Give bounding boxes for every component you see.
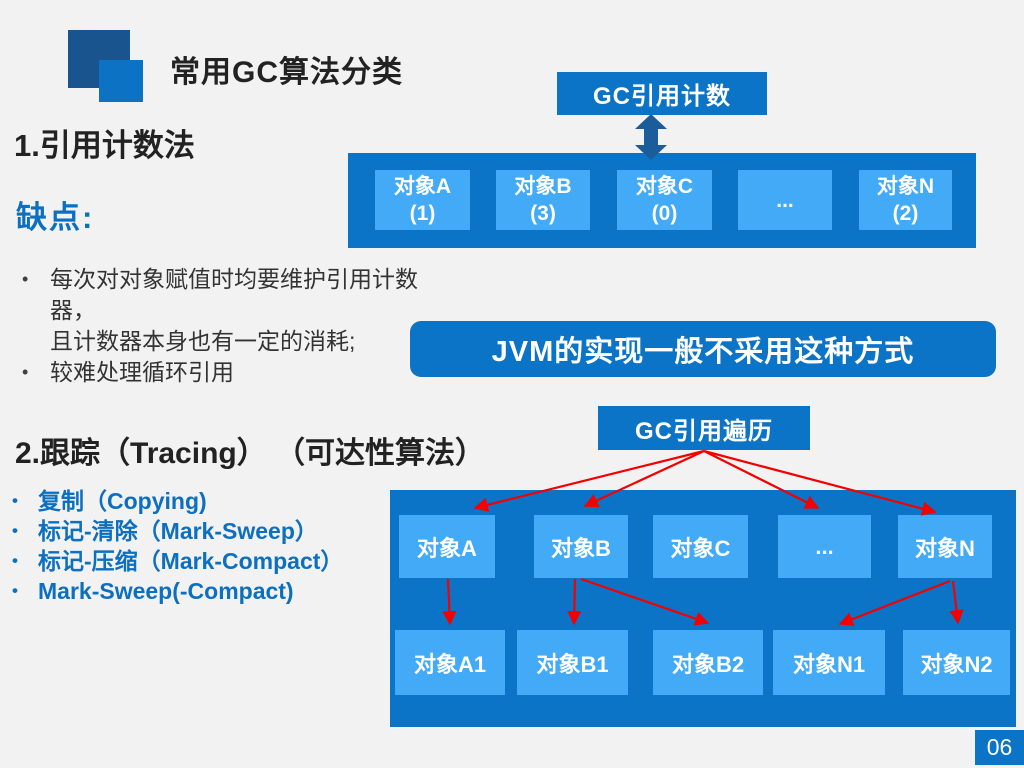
bullet-icon: • (22, 269, 29, 289)
object-box: 对象B1 (517, 630, 628, 695)
object-box: ... (738, 170, 832, 230)
bullet-icon: • (12, 581, 18, 600)
object-box: 对象A (1) (375, 170, 470, 230)
drawback-text: 且计数器本身也有一定的消耗; (50, 328, 356, 354)
method-label: 标记-清除（Mark-Sweep） (38, 518, 318, 544)
heap-container-1: 对象A (1) 对象B (3) 对象C (0)... 对象N (2) (348, 153, 976, 248)
jvm-note-banner: JVM的实现一般不采用这种方式 (410, 321, 996, 377)
object-ref-count: (0) (651, 202, 678, 225)
bullet-icon: • (22, 362, 29, 382)
slide-title: 常用GC算法分类 (170, 56, 403, 89)
gc-ref-traverse-label: GC引用遍历 (598, 406, 810, 450)
tracing-methods-list: • 复制（Copying) • 标记-清除（Mark-Sweep） • 标记-压缩（Mar… (12, 486, 412, 606)
method-item: • Mark-Sweep(-Compact) (12, 576, 412, 606)
gc-ref-count-label: GC引用计数 (557, 72, 767, 115)
drawback-list: • 每次对对象赋值时均要维护引用计数器， 且计数器本身也有一定的消耗; • 较难处理循环… (22, 264, 442, 388)
object-name: 对象A (393, 175, 452, 198)
bullet-icon: • (12, 491, 18, 510)
bullet-icon: • (12, 551, 18, 570)
object-box: ... (778, 515, 871, 578)
page-number-badge: 06 (975, 730, 1024, 765)
object-box: 对象B (534, 515, 628, 578)
method-label: 标记-压缩（Mark-Compact） (38, 548, 344, 574)
object-ref-count: (2) (892, 202, 919, 225)
object-box: 对象B (3) (496, 170, 590, 230)
object-ref-count: (1) (409, 202, 436, 225)
drawback-item-line: • 每次对对象赋值时均要维护引用计数器， (22, 264, 442, 326)
bullet-icon: • (12, 521, 18, 540)
object-box: 对象A (399, 515, 495, 578)
object-ref-count: (3) (530, 202, 556, 225)
method-item: • 复制（Copying) (12, 486, 412, 516)
object-name: ... (776, 188, 794, 212)
object-box: 对象B2 (653, 630, 763, 695)
object-name: 对象N (876, 175, 935, 198)
drawback-label: 缺点: (16, 200, 95, 235)
logo-square-front-icon (99, 60, 143, 102)
object-box: 对象N (2) (859, 170, 952, 230)
method-item: • 标记-清除（Mark-Sweep） (12, 516, 412, 546)
object-box: 对象N1 (773, 630, 885, 695)
method-item: • 标记-压缩（Mark-Compact） (12, 546, 412, 576)
drawback-item-line: 且计数器本身也有一定的消耗; (22, 326, 442, 357)
bullet-icon (22, 326, 50, 357)
method-label: 复制（Copying) (38, 488, 207, 514)
object-name: 对象C (635, 175, 694, 198)
object-box: 对象N (898, 515, 992, 578)
section2-heading: 2.跟踪（Tracing） （可达性算法） (15, 437, 486, 470)
page-number: 06 (986, 734, 1013, 760)
object-box: 对象C (0) (617, 170, 712, 230)
object-box: 对象A1 (395, 630, 505, 695)
drawback-text: 较难处理循环引用 (50, 359, 234, 385)
drawback-item-line: • 较难处理循环引用 (22, 357, 442, 388)
drawback-text: 每次对对象赋值时均要维护引用计数器， (50, 266, 418, 323)
method-label: Mark-Sweep(-Compact) (38, 578, 294, 604)
object-name: 对象B (514, 175, 572, 198)
object-box: 对象N2 (903, 630, 1010, 695)
object-box: 对象C (653, 515, 748, 578)
section1-heading: 1.引用计数法 (14, 128, 195, 163)
